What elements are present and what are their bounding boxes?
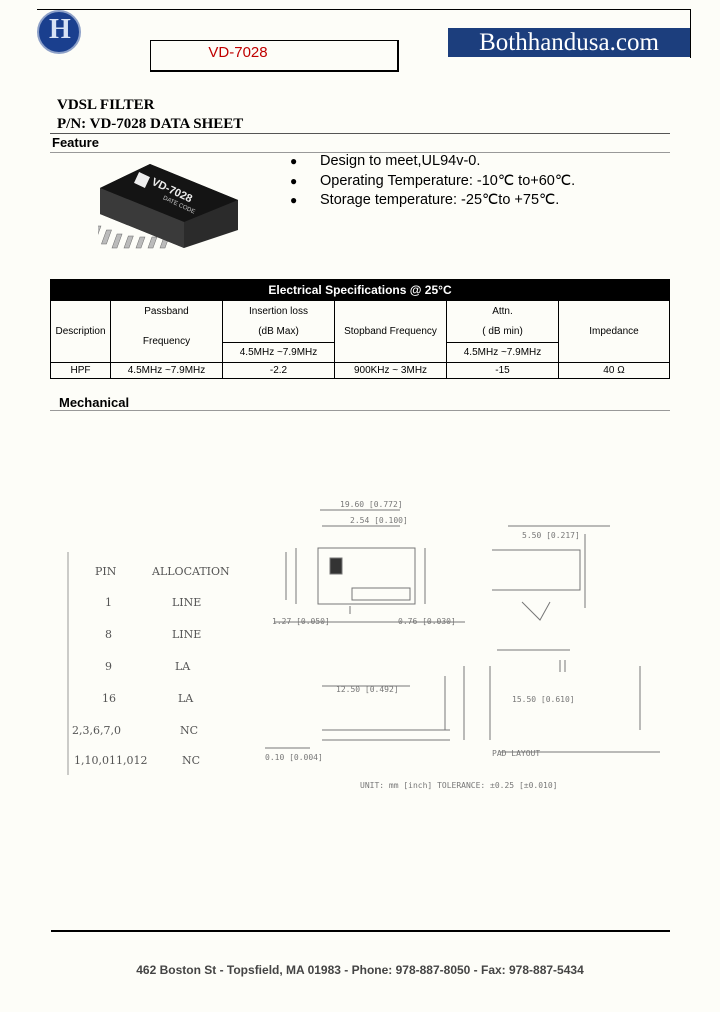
col-passband-sub: Frequency: [110, 321, 223, 363]
pin-allocation: NC: [182, 754, 200, 767]
col-impedance: Impedance: [558, 300, 670, 363]
svg-text:0.76 [0.030]: 0.76 [0.030]: [398, 617, 456, 626]
col-insertion: Insertion loss: [222, 300, 335, 322]
pin-allocation: LINE: [172, 596, 201, 609]
table-row: HPF 4.5MHz ~7.9MHz -2.2 900KHz ~ 3MHz -1…: [50, 362, 670, 379]
side-view: [492, 525, 610, 621]
cell-impedance: 40 Ω: [558, 362, 670, 379]
cell-insertion: -2.2: [222, 362, 335, 379]
pin-allocation: LINE: [172, 628, 201, 641]
svg-text:UNIT: mm [inch] TOLERANCE: ±: UNIT: mm [inch] TOLERANCE: ±0.25 [±0.010…: [360, 781, 557, 790]
col-passband: Passband: [110, 300, 223, 322]
svg-text:19.60 [0.772]: 19.60 [0.772]: [340, 500, 403, 509]
feature-item: ●Operating Temperature: -10℃ to+60℃.: [290, 173, 576, 189]
logo-mark-icon: H: [49, 14, 71, 45]
mechanical-divider: [50, 410, 670, 411]
electrical-spec-table: Electrical Specifications @ 25°C Descrip…: [50, 279, 670, 379]
pin-number: 1,10,011,012: [74, 754, 147, 767]
part-number: VD-7028: [208, 44, 268, 61]
part-number-box: [150, 40, 399, 72]
brand-banner: [448, 28, 690, 57]
pin-number: 2,3,6,7,0: [72, 724, 121, 737]
col-stopband: Stopband Frequency: [334, 300, 447, 363]
mechanical-drawing: PIN ALLOCATION 1 LINE 8 LINE 9 LA 16 LA …: [67, 500, 660, 790]
col-attn-sub: ( dB min): [446, 321, 559, 343]
feature-divider: [50, 152, 670, 153]
col-attn-range: 4.5MHz ~7.9MHz: [446, 342, 559, 363]
chip-photo: VD-7028 DATE CODE: [98, 164, 238, 249]
document-subtitle: P/N: VD-7028 DATA SHEET: [57, 116, 244, 132]
col-insertion-sub: (dB Max): [222, 321, 335, 343]
pin-number: 9: [105, 660, 112, 673]
svg-text:5.50 [0.217]: 5.50 [0.217]: [522, 531, 580, 540]
svg-text:PAD LAYOUT: PAD LAYOUT: [492, 749, 540, 758]
cell-stopband: 900KHz ~ 3MHz: [334, 362, 447, 379]
spec-table-title: Electrical Specifications @ 25°C: [50, 279, 670, 301]
top-view: [274, 509, 465, 623]
cell-description: HPF: [50, 362, 111, 379]
pin-header: PIN: [95, 565, 117, 578]
footer-divider: [51, 930, 670, 932]
company-logo: [37, 10, 81, 54]
col-attn: Attn.: [446, 300, 559, 322]
pin-number: 16: [102, 692, 116, 705]
title-divider: [50, 133, 670, 134]
pin-number: 1: [105, 596, 112, 609]
front-view: [265, 676, 450, 749]
col-description: Description: [50, 300, 111, 363]
svg-text:2.54 [0.100]: 2.54 [0.100]: [350, 516, 408, 525]
feature-item: ●Design to meet,UL94v-0.: [290, 153, 481, 169]
feature-heading: Feature: [52, 135, 99, 150]
pin-allocation: NC: [180, 724, 198, 737]
pin-allocation: LA: [178, 692, 194, 705]
col-insertion-range: 4.5MHz ~7.9MHz: [222, 342, 335, 363]
svg-text:0.10 [0.004]: 0.10 [0.004]: [265, 753, 323, 762]
cell-passband: 4.5MHz ~7.9MHz: [110, 362, 223, 379]
pin-number: 8: [105, 628, 112, 641]
pin-allocation: LA: [175, 660, 191, 673]
footer-contact: 462 Boston St - Topsfield, MA 01983 - Ph…: [136, 963, 584, 977]
header-frame: [37, 9, 691, 58]
pad-layout: [463, 649, 660, 753]
svg-text:12.50 [0.492]: 12.50 [0.492]: [336, 685, 399, 694]
document-title: VDSL FILTER: [57, 97, 155, 113]
svg-text:15.50 [0.610]: 15.50 [0.610]: [512, 695, 575, 704]
mechanical-heading: Mechanical: [59, 395, 130, 410]
cell-attn: -15: [446, 362, 559, 379]
brand-name[interactable]: Bothhandusa.com: [479, 29, 659, 56]
feature-item: ●Storage temperature: -25℃to +75℃.: [290, 192, 560, 208]
allocation-header: ALLOCATION: [151, 565, 230, 578]
svg-text:1.27 [0.050]: 1.27 [0.050]: [272, 617, 330, 626]
